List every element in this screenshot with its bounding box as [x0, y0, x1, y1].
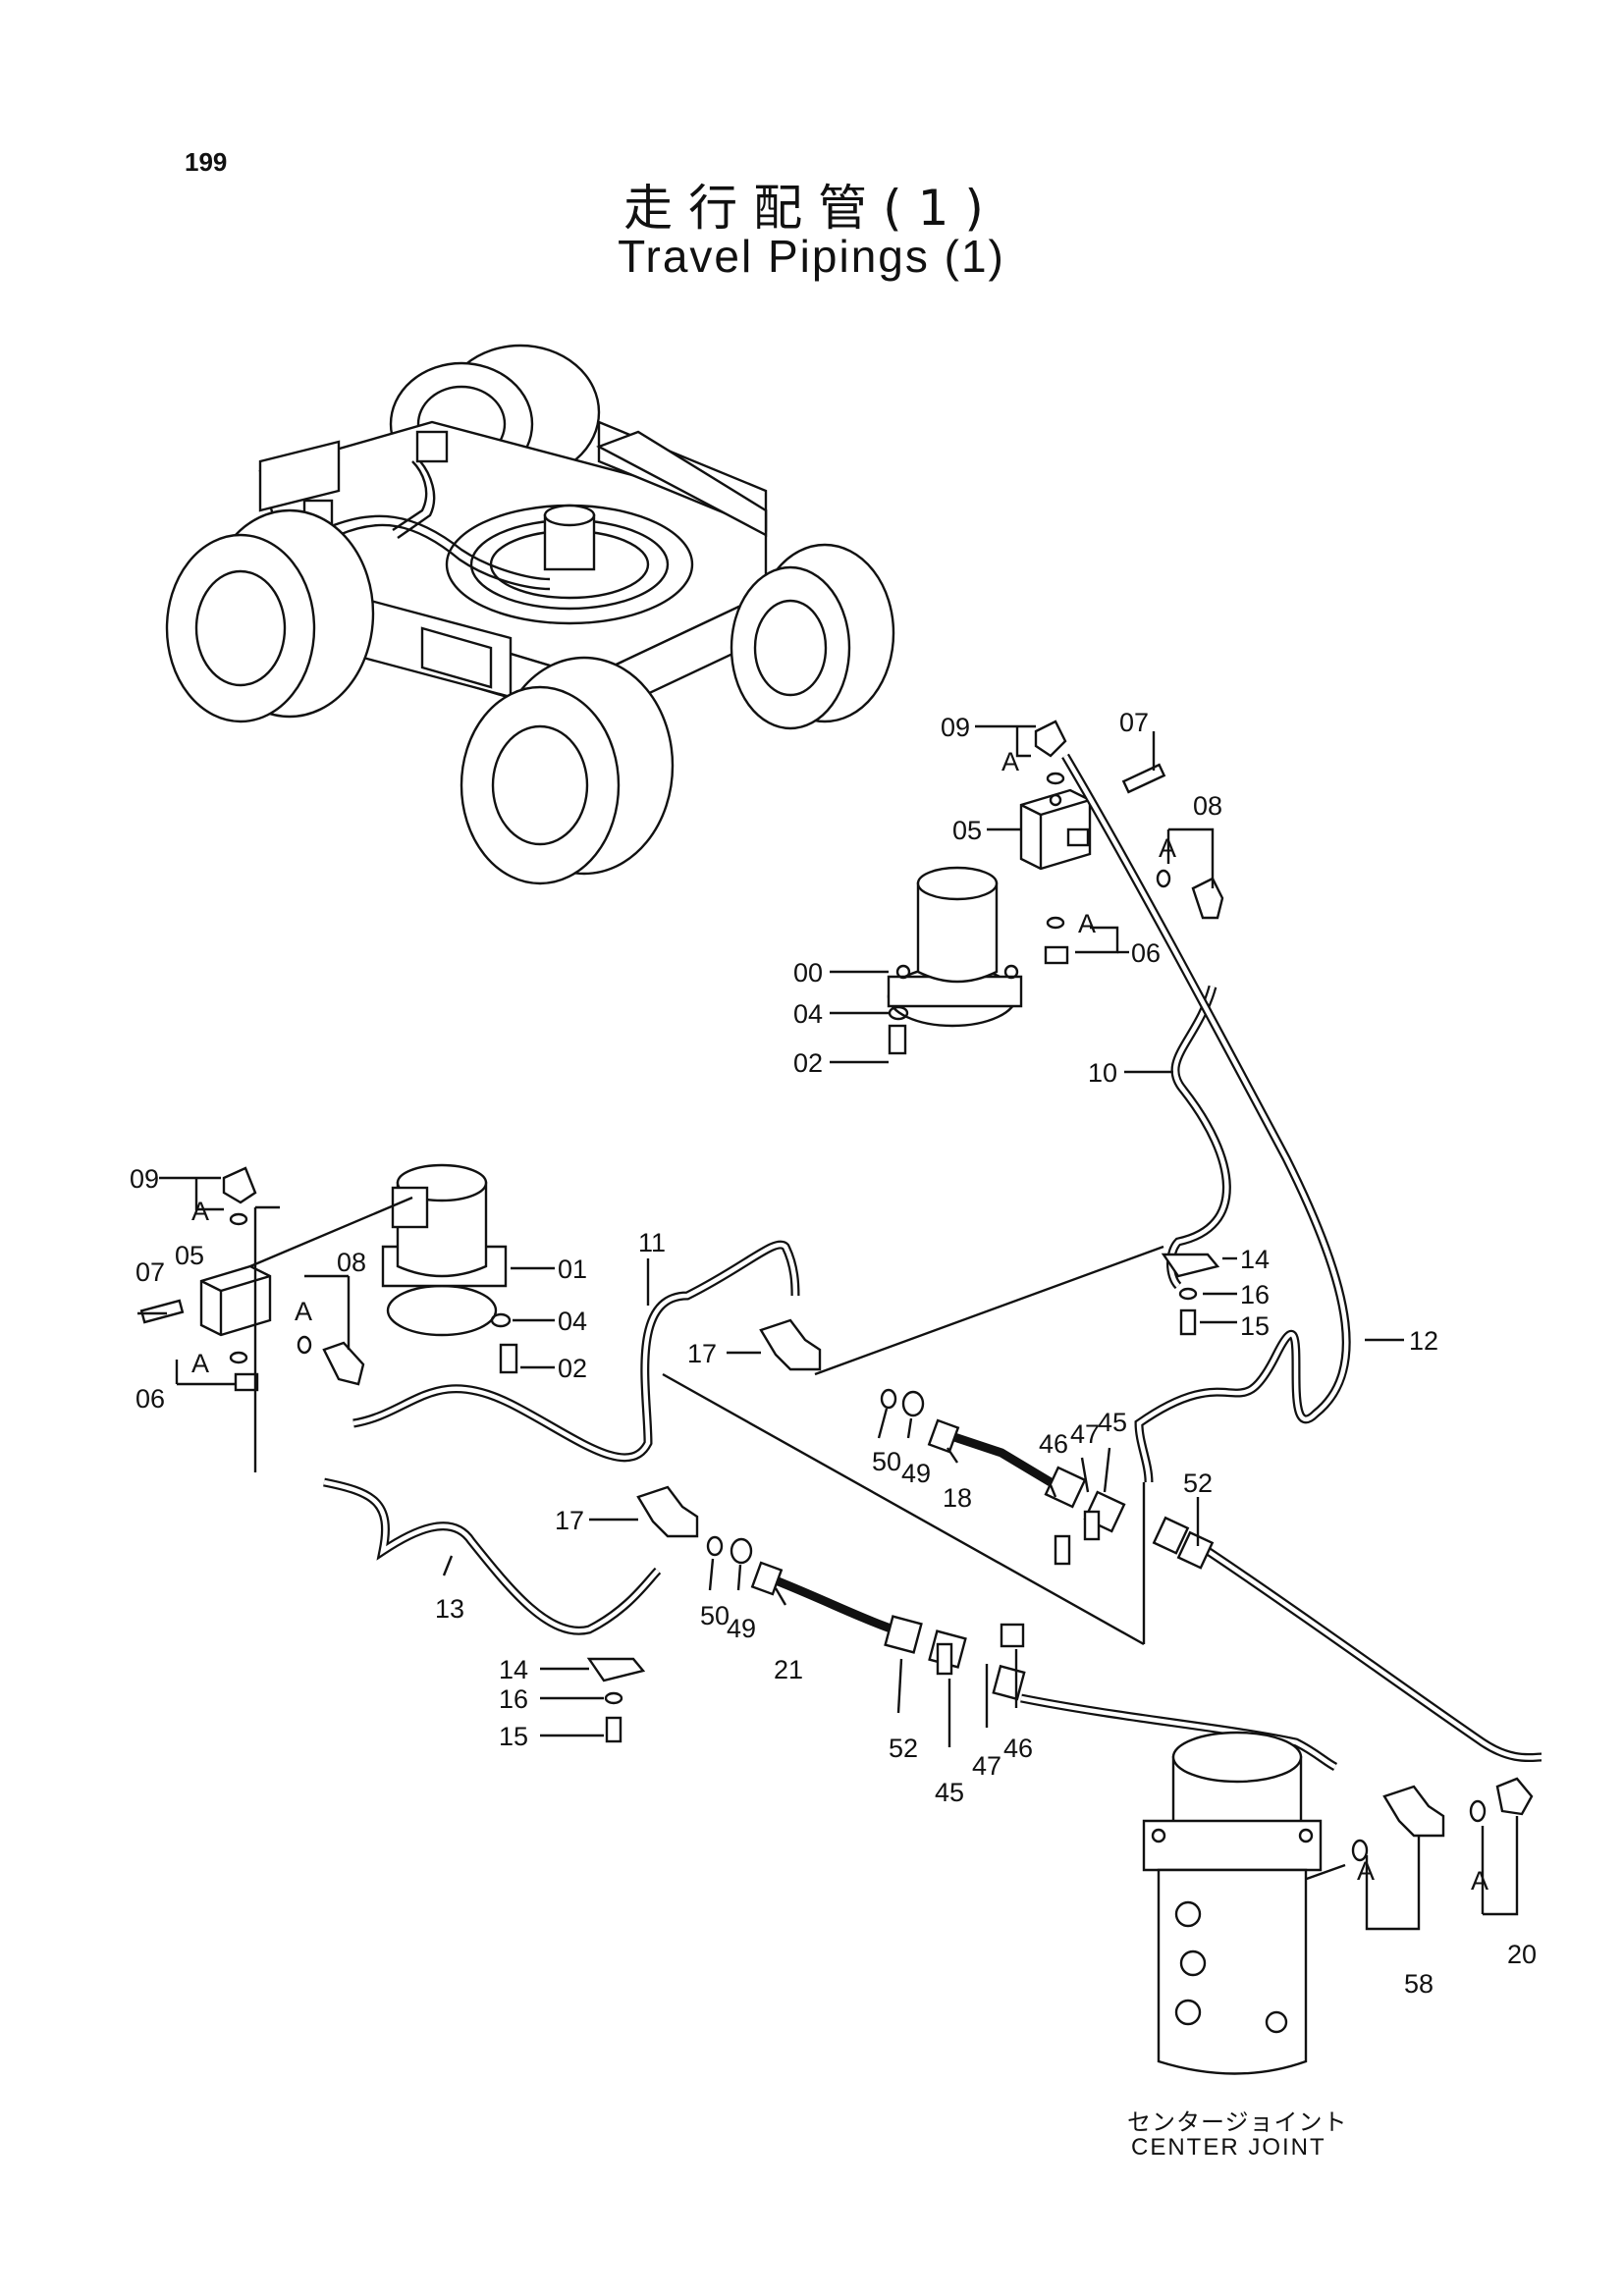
- callout-07-left: 07: [135, 1257, 165, 1287]
- callout-49-lower: 49: [727, 1614, 756, 1643]
- callout-04-left: 04: [558, 1307, 587, 1336]
- leader-lines: [137, 724, 1519, 1931]
- callout-05-upper: 05: [952, 816, 982, 845]
- callout-10: 10: [1088, 1058, 1117, 1088]
- center-joint-label-english: CENTER JOINT: [1131, 2134, 1326, 2161]
- callout-18: 18: [943, 1483, 972, 1513]
- callout-13: 13: [435, 1594, 464, 1624]
- page-number: 199: [185, 147, 228, 177]
- callout-02-upper: 02: [793, 1048, 823, 1078]
- rear-right-tire: [730, 543, 895, 730]
- callout-17-lower: 17: [555, 1506, 584, 1535]
- travel-motor-left: [381, 1163, 508, 1337]
- callout-15-lower: 15: [499, 1722, 528, 1751]
- callout-45-upper: 45: [1098, 1408, 1127, 1437]
- valve-block-left: [199, 1264, 272, 1337]
- callout-09-upper: 09: [941, 713, 970, 742]
- callout-a-upper-1: A: [1001, 747, 1019, 776]
- front-right-tire: [460, 656, 675, 885]
- callout-49-upper: 49: [901, 1459, 931, 1488]
- callout-50-lower: 50: [700, 1601, 730, 1630]
- callout-58: 58: [1404, 1969, 1434, 1999]
- steel-pipes: [323, 753, 1542, 1772]
- callout-a-cj-2: A: [1471, 1866, 1488, 1896]
- callout-labels: 09 A 07 08 05 A A 06 00 04 02 10 14 16 1…: [130, 708, 1537, 1999]
- travel-motor-upper: [887, 866, 1023, 1028]
- callout-46-lower: 46: [1003, 1734, 1033, 1763]
- callout-46-upper: 46: [1039, 1429, 1068, 1459]
- callout-52-lower: 52: [889, 1734, 918, 1763]
- callout-17-upper: 17: [687, 1339, 717, 1368]
- swing-circle: [445, 504, 694, 625]
- callout-20: 20: [1507, 1940, 1537, 1969]
- callout-45-lower: 45: [935, 1778, 964, 1807]
- callout-05-left: 05: [175, 1241, 204, 1270]
- callout-50-upper: 50: [872, 1447, 901, 1476]
- callout-16-lower: 16: [499, 1684, 528, 1714]
- callout-14-lower: 14: [499, 1655, 528, 1684]
- callout-a-upper-3: A: [1078, 909, 1096, 938]
- callout-15-upper: 15: [1240, 1311, 1270, 1341]
- undercarriage-overview: [165, 344, 895, 885]
- callout-14-upper: 14: [1240, 1245, 1270, 1274]
- front-left-tire: [165, 508, 375, 723]
- callout-21: 21: [774, 1655, 803, 1684]
- callout-02-left: 02: [558, 1354, 587, 1383]
- callout-52-upper: 52: [1183, 1468, 1213, 1498]
- callout-06-left: 06: [135, 1384, 165, 1414]
- callout-06-upper: 06: [1131, 938, 1161, 968]
- callout-47-lower: 47: [972, 1751, 1001, 1781]
- callout-09-left: 09: [130, 1164, 159, 1194]
- callout-a-cj-1: A: [1357, 1856, 1375, 1886]
- callout-12: 12: [1409, 1326, 1438, 1356]
- center-joint-label-japanese: センタージョイント: [1127, 2109, 1348, 2136]
- callout-a-left-1: A: [191, 1197, 209, 1226]
- callout-08-left: 08: [337, 1248, 366, 1277]
- valve-block-upper: [1019, 788, 1092, 871]
- callout-a-left-3: A: [191, 1349, 209, 1378]
- callout-08-upper: 08: [1193, 791, 1222, 821]
- callout-11: 11: [638, 1228, 666, 1257]
- page-title-english: Travel Pipings (1): [618, 231, 1005, 282]
- callout-a-left-2: A: [295, 1297, 312, 1326]
- page-title-japanese: 走行配管(1): [623, 180, 1000, 237]
- callout-16-upper: 16: [1240, 1280, 1270, 1309]
- callout-07-upper: 07: [1119, 708, 1149, 737]
- callout-01: 01: [558, 1255, 587, 1284]
- callout-a-upper-2: A: [1159, 833, 1176, 863]
- center-joint: [1142, 1731, 1323, 2075]
- callout-47-upper: 47: [1070, 1419, 1100, 1449]
- callout-04-upper: 04: [793, 999, 823, 1029]
- callout-00: 00: [793, 958, 823, 988]
